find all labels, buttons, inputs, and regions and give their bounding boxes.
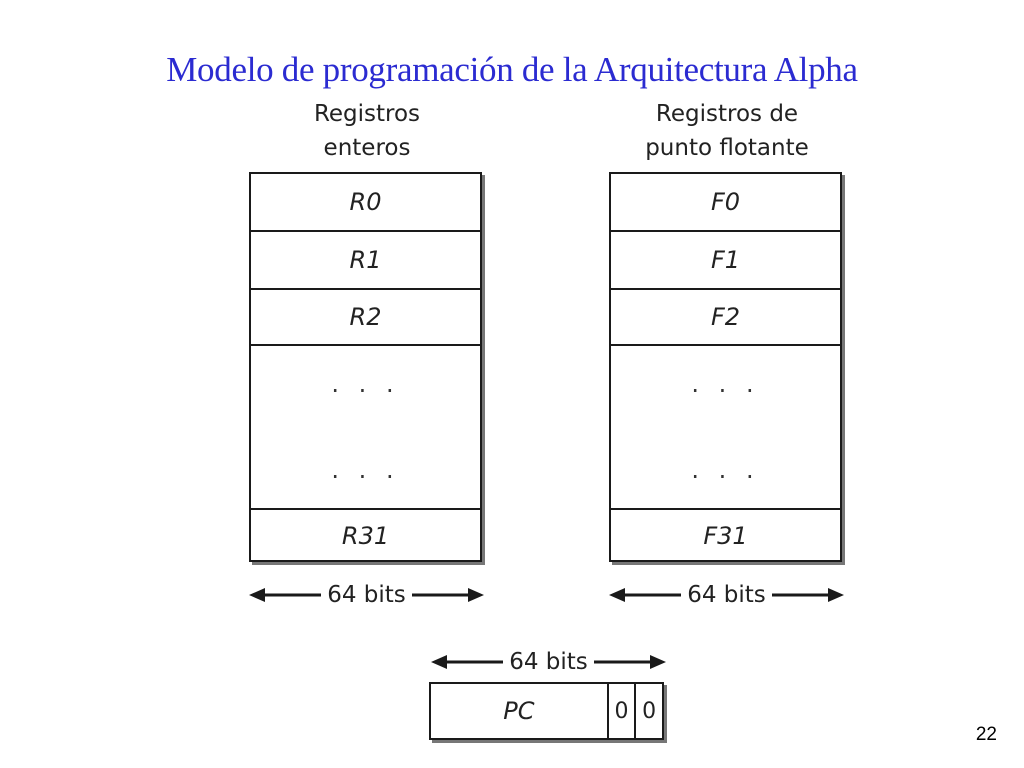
integer-registers-header: Registros enteros [237, 97, 497, 165]
pc-register: PC 0 0 [429, 682, 664, 740]
pc-bit-0: 0 [642, 698, 657, 724]
integer-ellipsis-top: . . . [331, 370, 400, 398]
register-f0: F0 [611, 174, 840, 232]
register-f31: F31 [611, 508, 840, 562]
pc-label: PC [431, 684, 609, 738]
register-r0: R0 [251, 174, 480, 232]
slide-title: Modelo de programación de la Arquitectur… [166, 50, 858, 89]
float-registers-header: Registros de punto flotante [597, 97, 857, 165]
pc-width-arrow: 64 bits [431, 647, 666, 677]
float-header-line2: punto flotante [645, 135, 809, 161]
register-r1: R1 [251, 232, 480, 290]
float-ellipsis-top: . . . [691, 370, 760, 398]
integer-ellipsis-bottom: . . . [331, 456, 400, 484]
float-width-label: 64 bits [681, 582, 772, 608]
pc-width-label: 64 bits [503, 649, 594, 675]
integer-header-line1: Registros [313, 101, 421, 127]
register-f2: F2 [611, 290, 840, 346]
pc-bit-1: 0 [609, 684, 637, 738]
register-r31: R31 [251, 508, 480, 562]
register-f1: F1 [611, 232, 840, 290]
float-header-line1: Registros de [655, 101, 799, 127]
integer-header-line2: enteros [323, 135, 411, 161]
integer-width-arrow: 64 bits [249, 580, 484, 610]
integer-register-file: R0 R1 R2 . . . . . . R31 [249, 172, 482, 562]
register-r2: R2 [251, 290, 480, 346]
float-ellipsis-bottom: . . . [691, 456, 760, 484]
integer-width-label: 64 bits [321, 582, 412, 608]
float-register-file: F0 F1 F2 . . . . . . F31 [609, 172, 842, 562]
float-width-arrow: 64 bits [609, 580, 844, 610]
page-number: 22 [975, 724, 997, 745]
